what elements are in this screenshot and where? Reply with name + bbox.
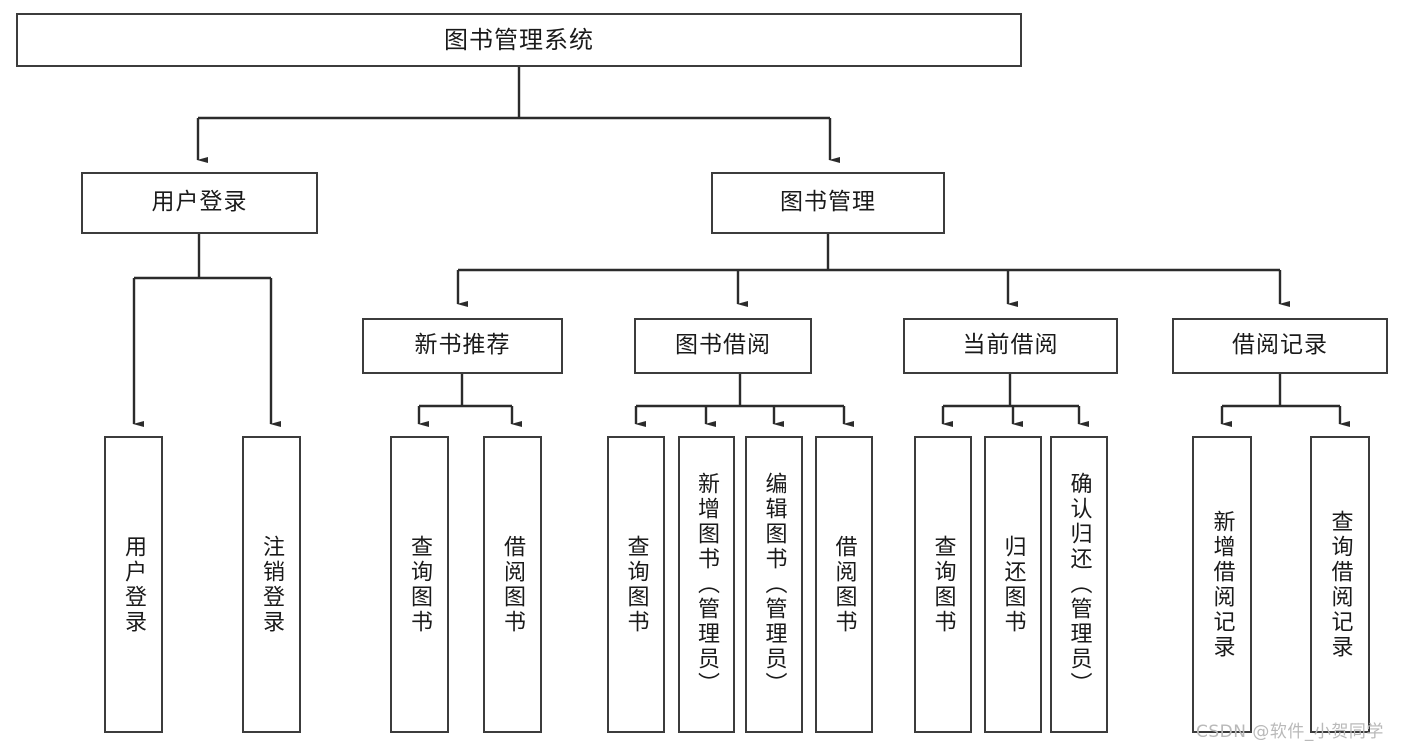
node-label: 图书借阅 — [675, 332, 771, 359]
node-label: 查询借阅记录 — [1327, 509, 1353, 660]
node-user-login[interactable]: 用户登录 — [81, 172, 318, 234]
leaf-add-borrow-record[interactable]: 新增借阅记录 — [1192, 436, 1252, 733]
leaf-logout-login[interactable]: 注销登录 — [242, 436, 301, 733]
leaf-query-book-current[interactable]: 查询图书 — [914, 436, 972, 733]
leaf-add-book-admin[interactable]: 新增图书（管理员） — [678, 436, 735, 733]
node-label: 图书管理系统 — [444, 25, 594, 54]
node-label: 新增借阅记录 — [1209, 509, 1235, 660]
leaf-query-book-recommend[interactable]: 查询图书 — [390, 436, 449, 733]
node-label: 新书推荐 — [414, 332, 511, 359]
node-book-management[interactable]: 图书管理 — [711, 172, 945, 234]
node-label: 新增图书（管理员） — [694, 472, 720, 697]
node-book-borrow[interactable]: 图书借阅 — [634, 318, 812, 374]
leaf-return-book[interactable]: 归还图书 — [984, 436, 1042, 733]
node-label: 查询图书 — [623, 534, 649, 635]
node-new-book-recommend[interactable]: 新书推荐 — [362, 318, 563, 374]
node-current-borrow[interactable]: 当前借阅 — [903, 318, 1118, 374]
leaf-query-borrow-record[interactable]: 查询借阅记录 — [1310, 436, 1370, 733]
leaf-edit-book-admin[interactable]: 编辑图书（管理员） — [745, 436, 803, 733]
node-label: 借阅图书 — [500, 534, 526, 635]
leaf-confirm-return-admin[interactable]: 确认归还（管理员） — [1050, 436, 1108, 733]
node-label: 查询图书 — [407, 534, 433, 635]
watermark-text: CSDN @软件_小贺同学 — [1196, 722, 1384, 742]
leaf-borrow-book[interactable]: 借阅图书 — [815, 436, 873, 733]
node-root-book-management-system[interactable]: 图书管理系统 — [16, 13, 1022, 67]
node-label: 图书管理 — [780, 189, 876, 216]
node-label: 注销登录 — [259, 534, 285, 635]
node-label: 确认归还（管理员） — [1066, 472, 1092, 697]
node-label: 当前借阅 — [962, 332, 1059, 359]
node-label: 用户登录 — [121, 534, 147, 635]
leaf-borrow-book-recommend[interactable]: 借阅图书 — [483, 436, 542, 733]
node-label: 归还图书 — [1000, 534, 1026, 635]
node-label: 借阅图书 — [831, 534, 857, 635]
node-label: 编辑图书（管理员） — [761, 472, 787, 697]
leaf-user-login[interactable]: 用户登录 — [104, 436, 163, 733]
node-label: 借阅记录 — [1232, 332, 1328, 359]
leaf-query-book-borrow[interactable]: 查询图书 — [607, 436, 665, 733]
node-label: 查询图书 — [930, 534, 956, 635]
node-borrow-record[interactable]: 借阅记录 — [1172, 318, 1388, 374]
node-label: 用户登录 — [151, 189, 248, 216]
